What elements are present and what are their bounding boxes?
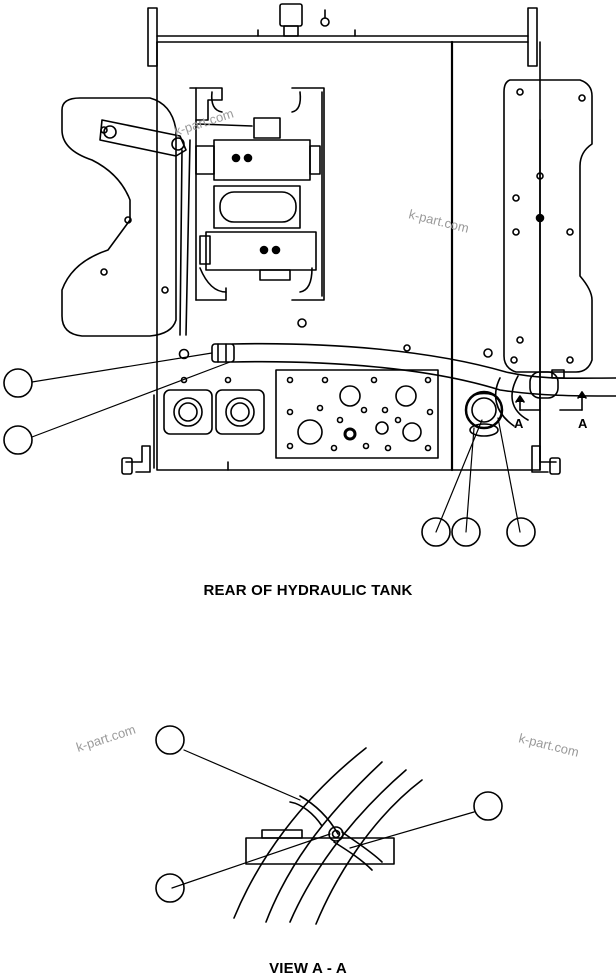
left-mounting-bracket — [61, 97, 191, 337]
section-callout-balloons — [155, 725, 503, 903]
section-view-mount — [245, 829, 395, 865]
valve-assembly — [189, 87, 325, 301]
callout-balloon — [3, 425, 33, 455]
watermark: k-part.com — [172, 106, 235, 139]
callout-balloon — [451, 517, 481, 547]
rear-view-caption: REAR OF HYDRAULIC TANK — [203, 582, 413, 599]
section-view-hoses — [233, 747, 423, 925]
pump-port-plate — [275, 369, 439, 459]
section-leader-lines — [171, 749, 475, 889]
callout-balloon — [473, 791, 503, 821]
elbow-fittings — [121, 445, 561, 475]
rear-leader-lines — [31, 352, 521, 533]
section-marker-right: A — [578, 416, 588, 431]
watermark: k-part.com — [517, 730, 580, 759]
right-cover-plate — [503, 79, 593, 373]
callout-balloon — [506, 517, 536, 547]
return-port-clamp — [464, 390, 504, 437]
callout-balloon — [3, 368, 33, 398]
section-view-caption: VIEW A - A — [269, 960, 347, 977]
watermark: k-part.com — [407, 206, 470, 235]
rear-hose — [211, 342, 616, 427]
callout-balloon — [421, 517, 451, 547]
callout-balloon — [155, 725, 185, 755]
section-marker-left: A — [514, 416, 524, 431]
tank-body — [147, 3, 541, 472]
section-markers — [515, 391, 587, 411]
rear-callout-balloons — [3, 368, 536, 547]
flange-ports — [163, 318, 493, 435]
watermark: k-part.com — [74, 722, 137, 755]
callout-balloon — [155, 873, 185, 903]
